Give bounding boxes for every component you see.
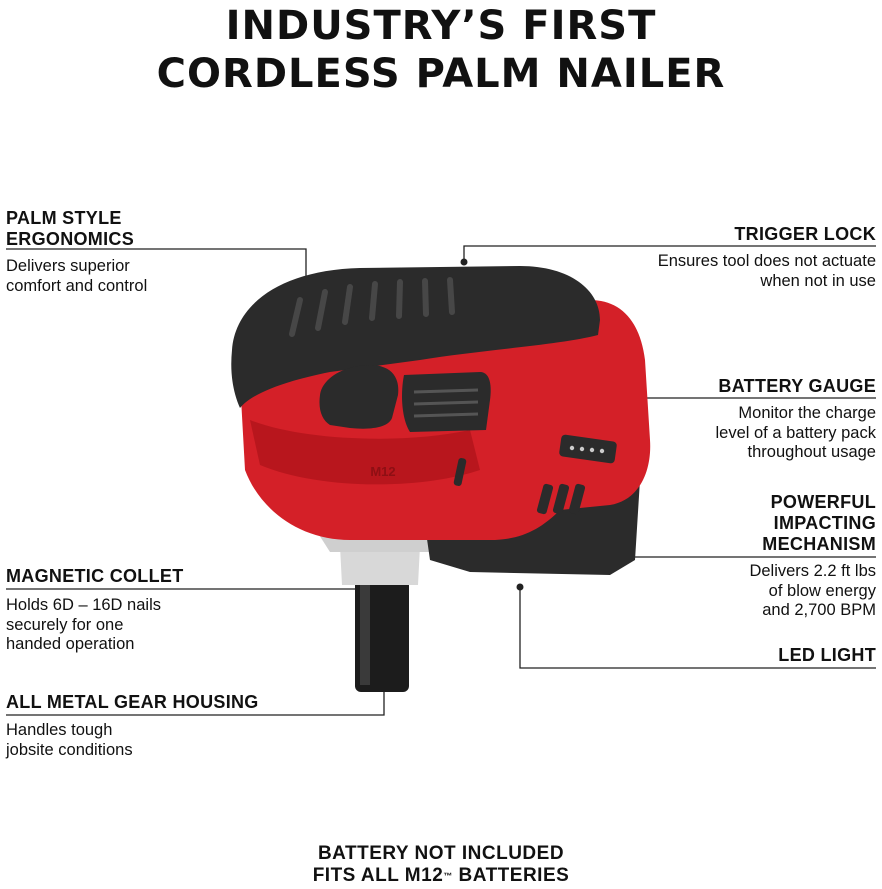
magnetic-collet-desc: Holds 6D – 16D nails securely for one ha… — [6, 596, 161, 653]
magnetic-collet-title: MAGNETIC COLLET — [6, 566, 184, 586]
callout-line-palm-style — [6, 248, 307, 286]
m12-logo-badge — [348, 462, 418, 480]
battery-gauge-desc: Monitor the charge level of a battery pa… — [715, 404, 876, 461]
footer-line-1: BATTERY NOT INCLUDED — [317, 843, 565, 864]
title-line-2: CORDLESS PALM NAILER — [156, 51, 726, 97]
trigger-lock-button — [319, 365, 399, 429]
grip-ridges — [289, 277, 455, 337]
callout-line-led-light — [519, 587, 876, 669]
battery-gauge-title: BATTERY GAUGE — [718, 376, 876, 396]
palm-style-title: PALM STYLE ERGONOMICS — [6, 208, 135, 249]
m12-logo: M12 — [370, 464, 395, 479]
footer-line-2: FITS ALL M12™ BATTERIES — [312, 865, 570, 886]
footer-note: BATTERY NOT INCLUDED FITS ALL M12™ BATTE… — [0, 843, 882, 887]
impacting-mechanism-title: POWERFUL IMPACTING MECHANISM — [762, 492, 876, 554]
page-title: INDUSTRY’S FIRST CORDLESS PALM NAILER — [0, 2, 882, 98]
impacting-mechanism-desc: Delivers 2.2 ft lbs of blow energy and 2… — [749, 562, 876, 619]
trigger-lock-title: TRIGGER LOCK — [734, 224, 876, 244]
gear-housing-title: ALL METAL GEAR HOUSING — [6, 692, 259, 712]
battery-gauge-panel — [559, 434, 617, 464]
trademark-symbol: ™ — [443, 871, 453, 881]
gear-housing-desc: Handles tough jobsite conditions — [6, 721, 133, 759]
callout-line-trigger-lock — [463, 245, 876, 262]
battery-gauge-leds — [569, 445, 605, 454]
magnetic-collet-silver — [340, 546, 420, 585]
impact-vents — [536, 483, 586, 515]
led-light-title: LED LIGHT — [778, 645, 876, 665]
trigger-lock-desc: Ensures tool does not actuate when not i… — [657, 252, 876, 290]
title-line-1: INDUSTRY’S FIRST — [225, 3, 657, 49]
palm-style-desc: Delivers superior comfort and control — [6, 257, 148, 295]
